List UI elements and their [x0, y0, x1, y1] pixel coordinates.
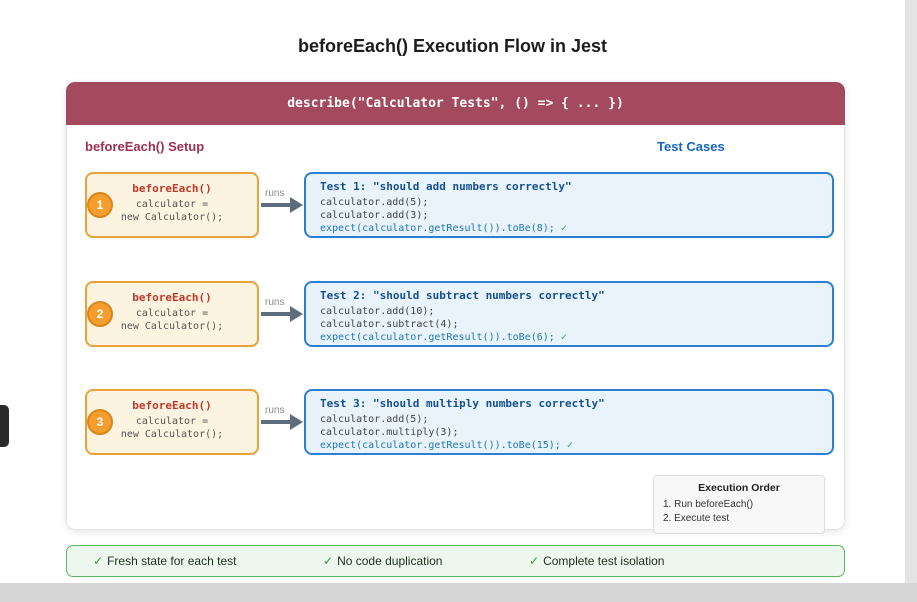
- step-number-badge: 3: [87, 409, 113, 435]
- flow-row-3: beforeEach() calculator = new Calculator…: [67, 389, 844, 455]
- benefit-item: ✓No code duplication: [323, 554, 442, 568]
- benefit-item: ✓Fresh state for each test: [93, 554, 236, 568]
- test-title: Test 2: "should subtract numbers correct…: [320, 289, 605, 302]
- execution-order-panel: Execution Order 1. Run beforeEach() 2. E…: [653, 475, 825, 534]
- test-code-line: calculator.subtract(4);: [320, 319, 459, 330]
- check-icon: ✓: [560, 332, 567, 343]
- runs-label: runs: [265, 188, 285, 199]
- setup-code-line: new Calculator();: [120, 429, 224, 440]
- flow-row-1: beforeEach() calculator = new Calculator…: [67, 172, 844, 238]
- test-code-line: calculator.multiply(3);: [320, 427, 459, 438]
- setup-code-line: calculator =: [135, 308, 209, 319]
- testcases-column-label: Test Cases: [657, 139, 725, 154]
- right-gutter: [905, 0, 917, 602]
- describe-block: describe("Calculator Tests", () => { ...…: [66, 82, 845, 534]
- bottom-gutter: [0, 583, 917, 602]
- expect-line: expect(calculator.getResult()).toBe(15);…: [320, 439, 832, 452]
- execution-order-step: 2. Execute test: [663, 513, 730, 524]
- runs-label: runs: [265, 405, 285, 416]
- check-icon: ✓: [566, 440, 573, 451]
- runs-arrow: [261, 420, 291, 424]
- test-code-line: calculator.add(10);: [320, 306, 435, 317]
- setup-column-label: beforeEach() Setup: [85, 139, 205, 154]
- check-icon: ✓: [560, 223, 567, 234]
- flow-panel: beforeEach() Setup Test Cases beforeEach…: [66, 125, 845, 534]
- beforeeach-title: beforeEach(): [132, 291, 212, 304]
- check-icon: ✓: [323, 554, 334, 568]
- step-number-badge: 2: [87, 301, 113, 327]
- test-code-line: calculator.add(3);: [320, 210, 429, 221]
- benefit-item: ✓Complete test isolation: [529, 554, 664, 568]
- test-title: Test 1: "should add numbers correctly": [320, 180, 572, 193]
- test-code-line: calculator.add(5);: [320, 414, 429, 425]
- runs-arrow-head-icon: [290, 414, 303, 430]
- benefit-label: Fresh state for each test: [107, 554, 237, 568]
- runs-arrow-head-icon: [290, 306, 303, 322]
- benefits-banner: ✓Fresh state for each test ✓No code dupl…: [66, 545, 845, 577]
- expect-text: expect(calculator.getResult()).toBe(6);: [320, 332, 555, 343]
- beforeeach-box: beforeEach() calculator = new Calculator…: [85, 389, 259, 455]
- beforeeach-box: beforeEach() calculator = new Calculator…: [85, 172, 259, 238]
- runs-arrow: [261, 203, 291, 207]
- page-title: beforeEach() Execution Flow in Jest: [297, 36, 608, 56]
- step-number-badge: 1: [87, 192, 113, 218]
- setup-code-line: new Calculator();: [120, 212, 224, 223]
- flow-row-2: beforeEach() calculator = new Calculator…: [67, 281, 844, 347]
- test-case-box: Test 3: "should multiply numbers correct…: [304, 389, 834, 455]
- beforeeach-title: beforeEach(): [132, 182, 212, 195]
- runs-arrow: [261, 312, 291, 316]
- test-case-box: Test 1: "should add numbers correctly" c…: [304, 172, 834, 238]
- runs-arrow-head-icon: [290, 197, 303, 213]
- setup-code-line: calculator =: [135, 199, 209, 210]
- expect-text: expect(calculator.getResult()).toBe(8);: [320, 223, 555, 234]
- execution-order-title: Execution Order: [698, 482, 780, 494]
- expect-text: expect(calculator.getResult()).toBe(15);: [320, 440, 561, 451]
- left-edge-tab: [0, 405, 9, 447]
- expect-line: expect(calculator.getResult()).toBe(6); …: [320, 331, 832, 344]
- expect-line: expect(calculator.getResult()).toBe(8); …: [320, 222, 832, 235]
- describe-header: describe("Calculator Tests", () => { ...…: [66, 82, 845, 125]
- runs-label: runs: [265, 297, 285, 308]
- check-icon: ✓: [93, 554, 104, 568]
- test-title: Test 3: "should multiply numbers correct…: [320, 397, 605, 410]
- setup-code-line: calculator =: [135, 416, 209, 427]
- execution-order-step: 1. Run beforeEach(): [663, 499, 754, 510]
- check-icon: ✓: [529, 554, 540, 568]
- test-code-line: calculator.add(5);: [320, 197, 429, 208]
- beforeeach-box: beforeEach() calculator = new Calculator…: [85, 281, 259, 347]
- beforeeach-title: beforeEach(): [132, 399, 212, 412]
- test-case-box: Test 2: "should subtract numbers correct…: [304, 281, 834, 347]
- setup-code-line: new Calculator();: [120, 321, 224, 332]
- benefit-label: No code duplication: [337, 554, 443, 568]
- benefit-label: Complete test isolation: [543, 554, 665, 568]
